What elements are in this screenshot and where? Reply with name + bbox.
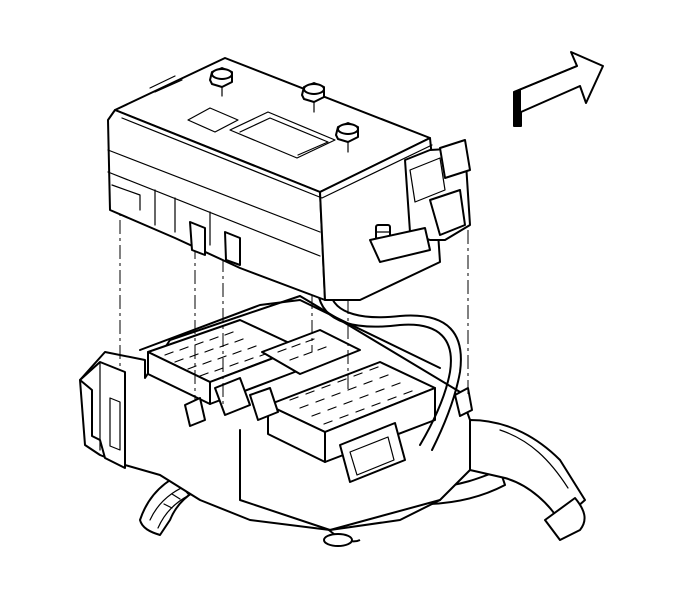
direction-arrow-icon — [513, 51, 604, 127]
fuse-connector-icon — [261, 329, 361, 375]
fuse-block-base-icon — [79, 295, 473, 547]
bolt-icon — [209, 67, 233, 97]
bolt-icon — [301, 82, 325, 113]
fuse-block-cover-icon — [107, 57, 471, 301]
bolt-icon — [335, 122, 359, 153]
